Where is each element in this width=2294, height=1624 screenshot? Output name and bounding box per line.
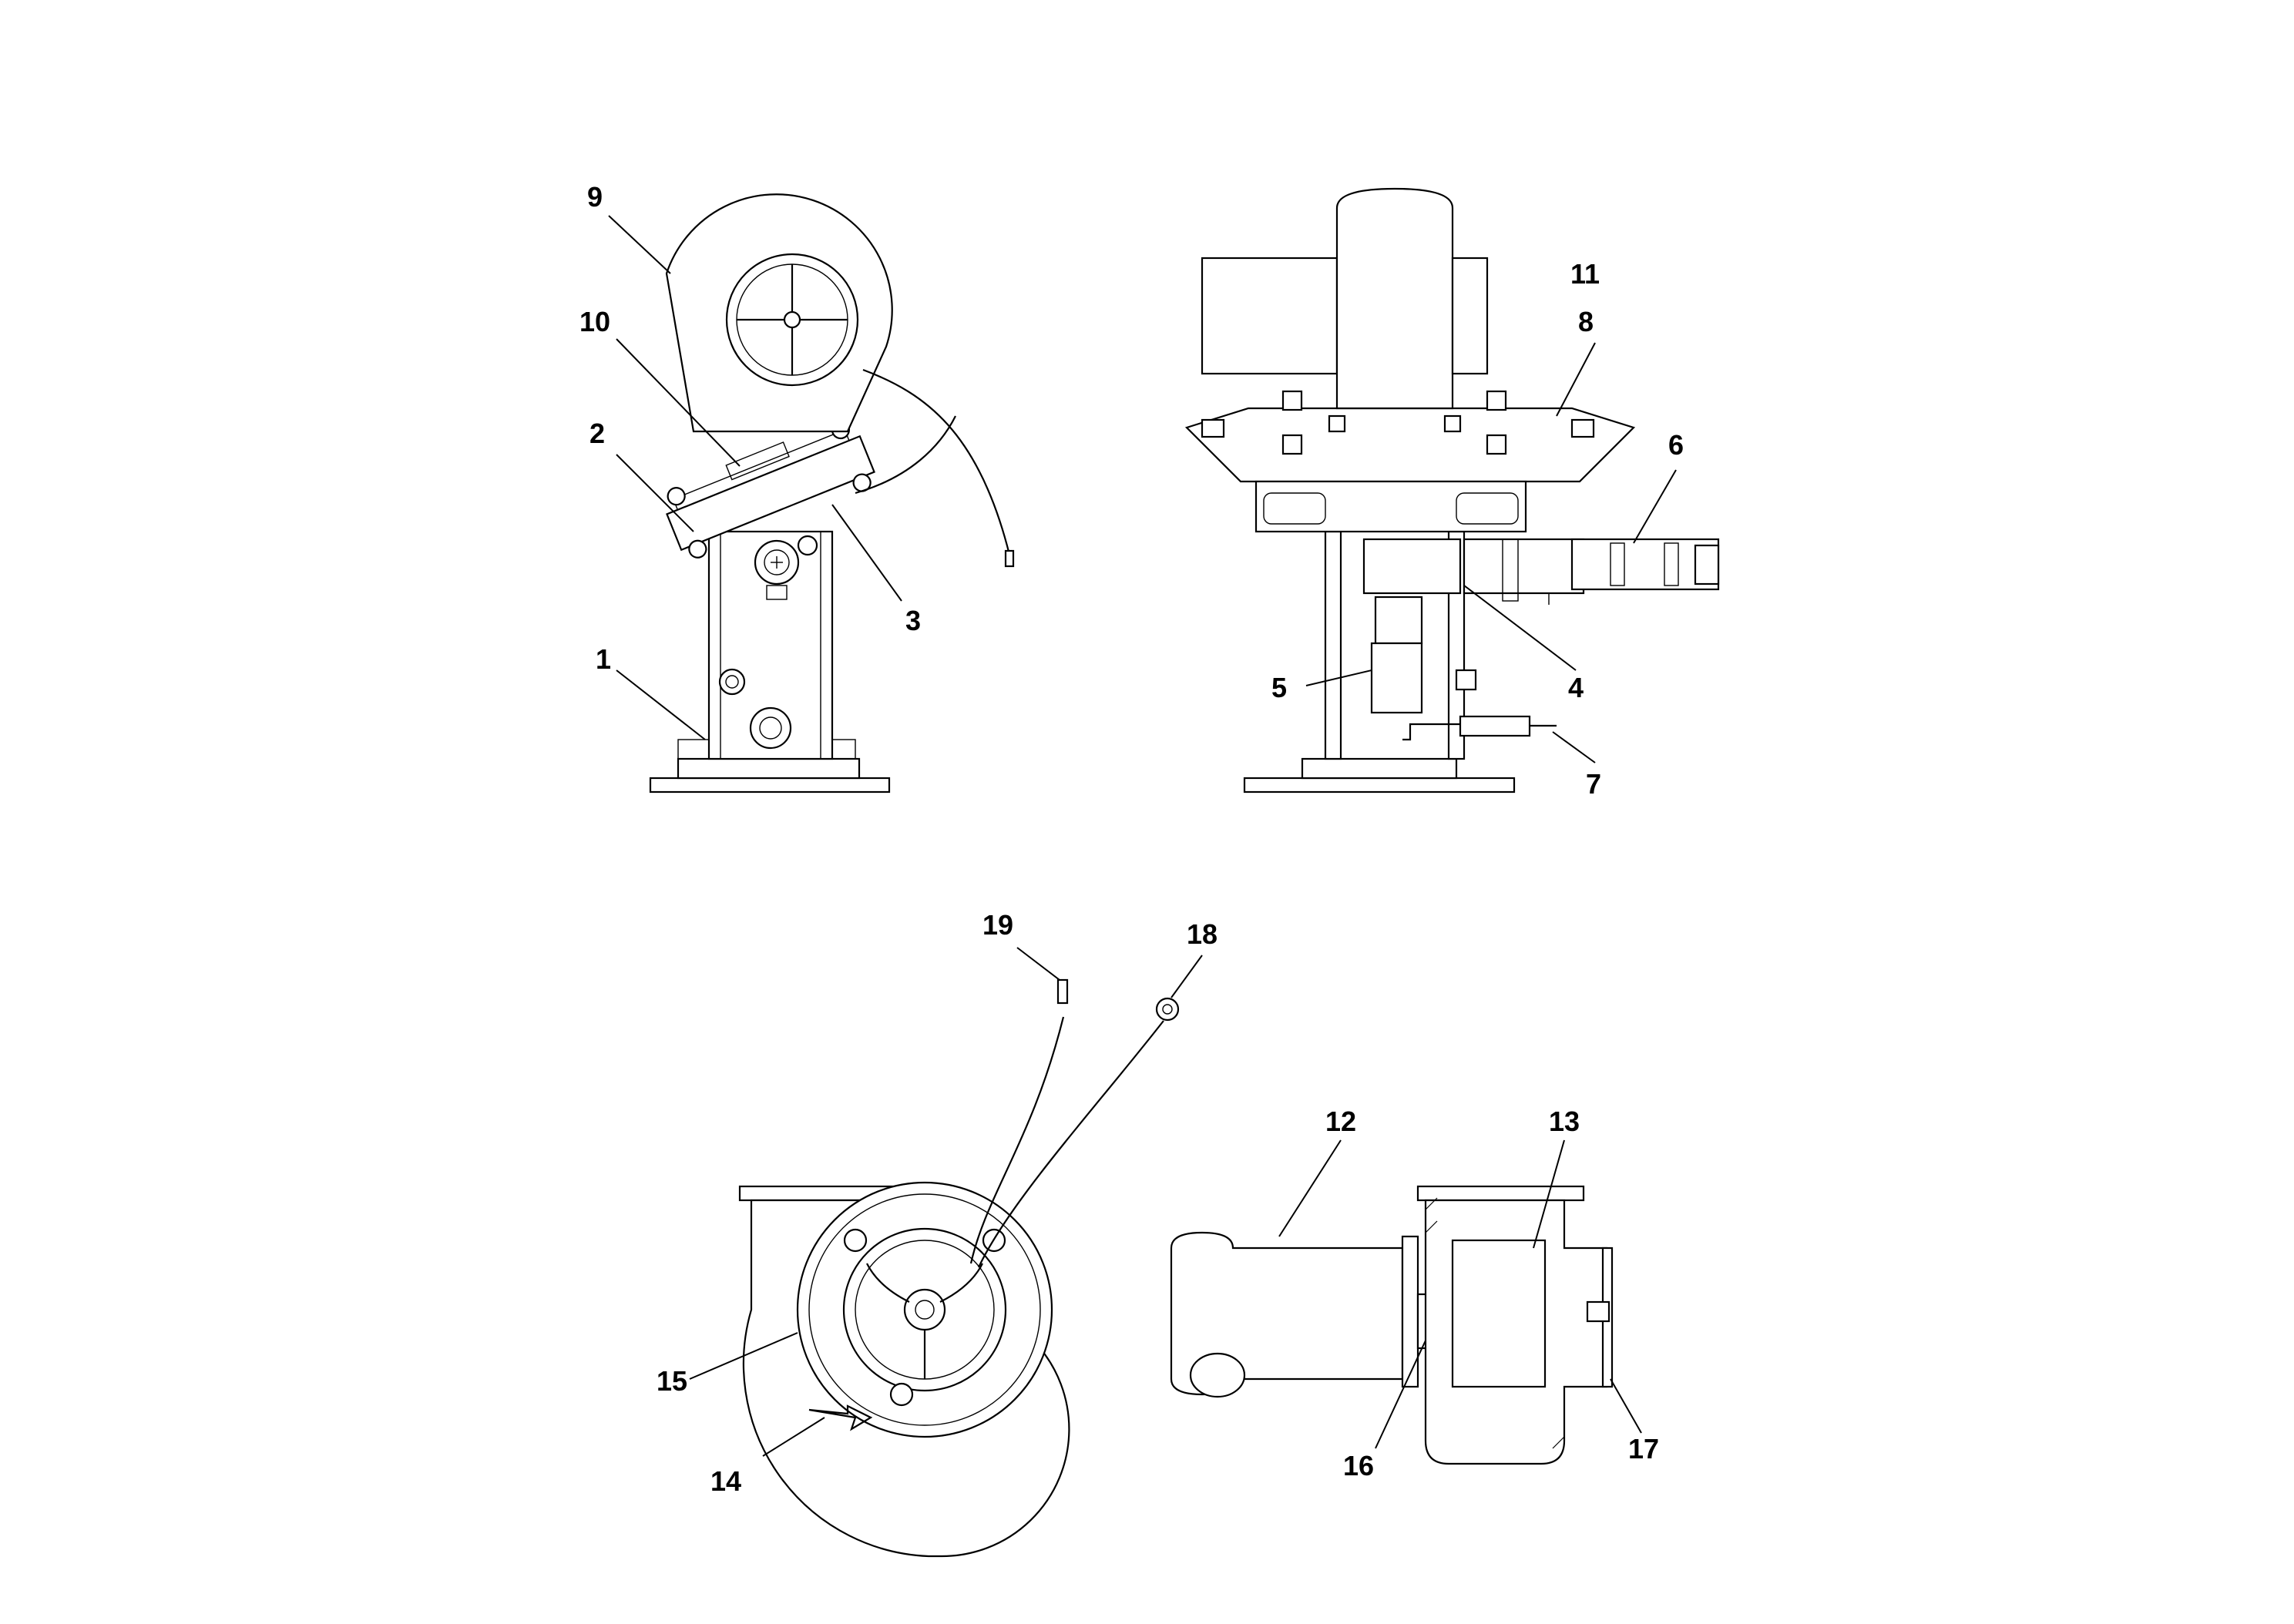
- callout-14: 14: [710, 1465, 741, 1497]
- callout-12: 12: [1325, 1106, 1356, 1137]
- small-fitting: [718, 668, 746, 696]
- motor-body: [1201, 257, 1338, 375]
- callout-18: 18: [1187, 918, 1218, 950]
- callout-11: 11: [1570, 258, 1600, 290]
- wire-lead-a: [969, 1016, 1065, 1264]
- plate-nuts: [1201, 390, 1595, 455]
- electrode-holder: [1459, 715, 1531, 737]
- callout-9: 9: [587, 181, 603, 213]
- view-front-right: [1184, 187, 1720, 794]
- callout-15: 15: [657, 1365, 687, 1397]
- view-blower-end: [738, 978, 1180, 1558]
- blower-scroll: [1335, 187, 1454, 410]
- motor-mount-flange: [1401, 1235, 1419, 1388]
- front-base-plate: [1243, 777, 1516, 794]
- callout-10: 10: [579, 306, 610, 337]
- callout-19: 19: [982, 909, 1013, 941]
- callout-8: 8: [1578, 306, 1594, 337]
- fuel-pump: [1370, 642, 1423, 714]
- ring-terminal: [1155, 997, 1180, 1022]
- callout-17: 17: [1628, 1433, 1659, 1465]
- callout-7: 7: [1586, 768, 1601, 800]
- wire-lead: [862, 368, 1011, 555]
- lower-fitting: [749, 706, 792, 750]
- leader-lines: [608, 215, 1677, 1457]
- callout-2: 2: [589, 418, 605, 449]
- callout-3: 3: [905, 605, 921, 636]
- burner-block: [1362, 538, 1462, 595]
- callout-labels: 1 2 3 4 5 6 7 8 9 10 11 12 13 14 15 16 1…: [579, 181, 1684, 1497]
- callout-13: 13: [1549, 1106, 1580, 1137]
- front-column: [1324, 530, 1342, 760]
- callout-16: 16: [1343, 1450, 1374, 1481]
- spade-terminal: [1056, 978, 1069, 1005]
- callout-6: 6: [1668, 429, 1684, 461]
- callout-1: 1: [596, 643, 611, 675]
- rotation-arrow-icon: [808, 1404, 873, 1431]
- view-side-left: [649, 193, 1015, 794]
- callout-4: 4: [1568, 672, 1584, 703]
- spark-electrode: [1402, 723, 1464, 741]
- base-pad: [677, 757, 861, 780]
- burner-tube: [1570, 538, 1720, 591]
- base-plate: [649, 777, 891, 794]
- view-blower-section: [1170, 1185, 1614, 1465]
- plate-spacer: [1254, 480, 1527, 533]
- mounting-plate: [1184, 407, 1636, 483]
- housing-flange: [1416, 1185, 1585, 1202]
- impeller: [1451, 1239, 1547, 1388]
- wire-lead-b: [978, 1020, 1164, 1268]
- callout-5: 5: [1271, 672, 1287, 703]
- fuel-fitting: [1374, 596, 1423, 645]
